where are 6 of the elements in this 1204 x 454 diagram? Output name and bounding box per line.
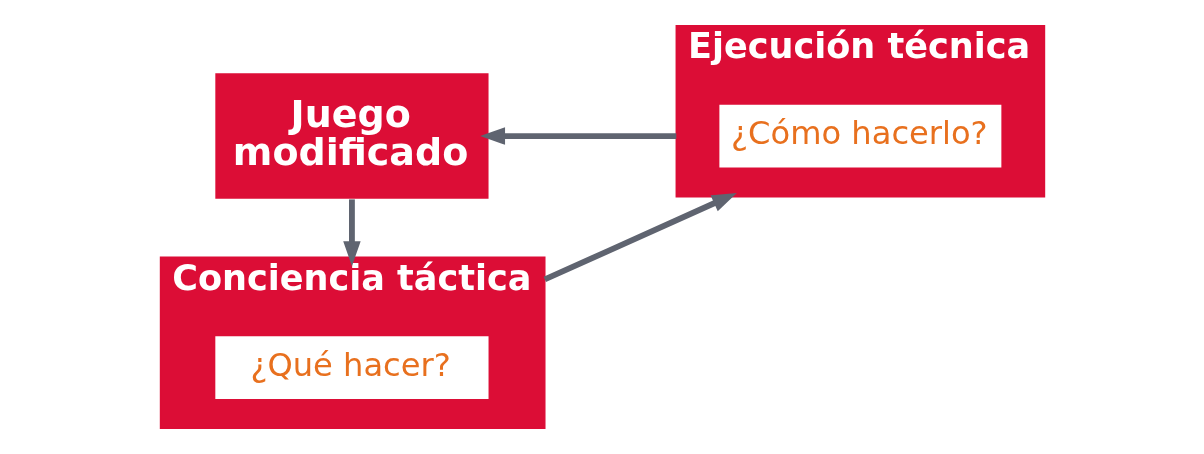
node-box: Juego modificado [214, 73, 489, 199]
arrow [479, 127, 676, 145]
node-box: ¿Cómo hacerlo? [718, 104, 1001, 168]
node-box: ¿Qué hacer? [214, 336, 489, 400]
arrow [543, 193, 737, 283]
arrow [342, 199, 361, 267]
